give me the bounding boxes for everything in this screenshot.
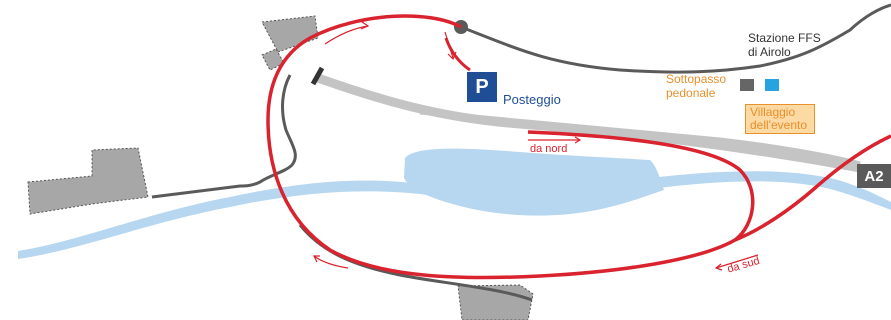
direction-arrow-icon — [447, 51, 457, 61]
direction-arrow-icon — [444, 31, 454, 59]
from-north-label: da nord — [530, 143, 568, 155]
station-label: Stazione FFS di Airolo — [748, 31, 821, 60]
direction-arrow-icon — [360, 21, 370, 30]
village-label-line1: Villaggio — [750, 105, 796, 119]
railway-secondary — [419, 109, 861, 167]
event-village-box: Villaggio dell'evento — [745, 104, 815, 134]
building — [261, 15, 319, 53]
station-label-line1: Stazione FFS — [748, 31, 821, 45]
event-route — [266, 14, 755, 280]
lake — [404, 148, 664, 216]
underpass-label-line2: pedonale — [666, 85, 716, 100]
direction-arrow-icon — [324, 25, 369, 45]
motorway-shield-icon: A2 — [857, 164, 891, 188]
road — [151, 74, 297, 199]
underpass-label: Sottopasso pedonale — [666, 72, 727, 101]
underpass-label-line1: Sottopasso — [666, 72, 727, 86]
village-label-line2: dell'evento — [750, 118, 807, 133]
station-building — [740, 79, 754, 91]
route-parking-connector — [444, 37, 471, 72]
building — [261, 48, 285, 71]
building — [27, 147, 149, 215]
direction-arrow-icon — [313, 255, 320, 263]
route-south-approach — [734, 134, 891, 242]
parking-icon: P — [467, 72, 497, 102]
station-access-marker — [765, 79, 779, 91]
tunnel-portal-icon — [310, 66, 325, 86]
station-label-line2: di Airolo — [748, 44, 791, 59]
direction-arrow-icon — [574, 136, 582, 144]
direction-arrow-icon — [313, 255, 349, 269]
parking-label: Posteggio — [503, 92, 561, 107]
road — [460, 3, 891, 74]
direction-arrow-icon — [714, 263, 723, 271]
direction-arrow-icon — [715, 254, 759, 269]
